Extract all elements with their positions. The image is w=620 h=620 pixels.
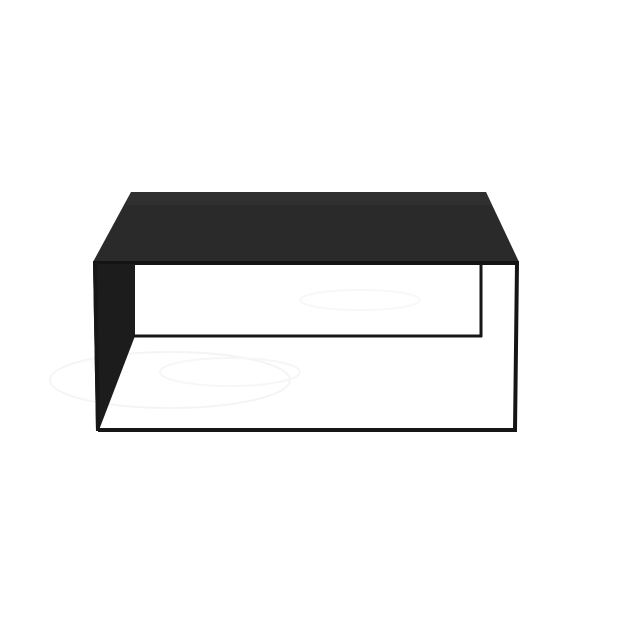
floor-shadow [49, 289, 421, 409]
left-side-panel [93, 264, 135, 430]
tabletop-front-edge [93, 261, 519, 265]
tabletop [93, 192, 519, 262]
tabletop-sheen [126, 192, 492, 205]
front-left-leg [93, 261, 100, 432]
front-right-leg [513, 263, 519, 431]
